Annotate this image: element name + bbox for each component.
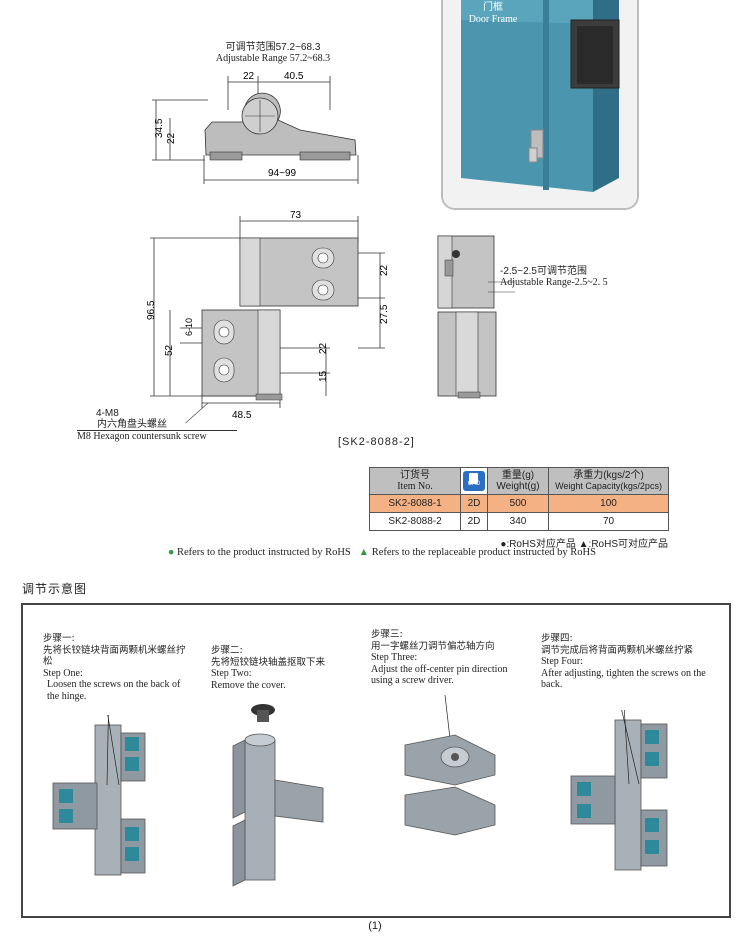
rohs-en-circle: Refers to the product instructed by RoHS bbox=[176, 547, 351, 558]
step-three-desc-cn: 用一字螺丝刀调节偏芯轴方向 bbox=[371, 640, 495, 652]
dim-96-5: 96.5 bbox=[146, 300, 157, 320]
adjust-range-cn: 可调节范围57.2~68.3 bbox=[225, 42, 321, 53]
dim-22-a: 22 bbox=[379, 264, 390, 276]
door-label-cn: 门框 bbox=[483, 2, 503, 13]
rohs-en-triangle: Refers to the replaceable product instru… bbox=[371, 547, 596, 558]
cell-item: SK2-8088-1 bbox=[369, 494, 461, 513]
step-two-illustration bbox=[232, 704, 324, 887]
screw-en: M8 Hexagon countersunk screw bbox=[77, 430, 237, 442]
step-one-desc-en: Loosen the screws on the back of the hin… bbox=[47, 679, 181, 702]
step-two-desc-cn: 先将短铰链块轴盖抠取下来 bbox=[211, 656, 326, 668]
step-three-illustration bbox=[404, 695, 496, 836]
rohs-en-line: ● Refers to the product instructed by Ro… bbox=[168, 547, 596, 558]
front-view-drawing: 73 22 27.5 96.5 52 6-10 22 15 48.5 bbox=[146, 210, 390, 423]
cell-capacity: 70 bbox=[548, 512, 669, 531]
door-frame-illustration bbox=[443, 0, 637, 208]
side-range-en: Adjustable Range-2.5~2. 5 bbox=[500, 277, 608, 288]
table-row: SK2-8088-2 2D 340 70 bbox=[369, 512, 669, 531]
cell-weight: 340 bbox=[487, 512, 549, 531]
step-one-title-en: Step One: bbox=[43, 667, 83, 679]
header-weight-en: Weight(g) bbox=[496, 481, 540, 492]
header-item-en: Item No. bbox=[397, 481, 433, 492]
door-label-en: Door Frame bbox=[468, 14, 518, 25]
green-triangle-icon: ▲ bbox=[358, 547, 370, 558]
dim-73: 73 bbox=[290, 210, 302, 221]
side-range-cn: -2.5~2.5可调节范围 bbox=[500, 266, 587, 277]
screw-cn: 内六角盘头螺丝 bbox=[97, 419, 167, 430]
dim-15: 15 bbox=[318, 370, 329, 382]
dim-6-10: 6-10 bbox=[184, 318, 194, 336]
step-one-desc-cn: 先将长铰链块背面两颗机米螺丝拧松 bbox=[43, 644, 186, 668]
step-one: 步骤一: 先将长铰链块背面两颗机米螺丝拧松 Step One: Loosen t… bbox=[43, 633, 193, 702]
step-one-illustration bbox=[52, 715, 146, 876]
model-code: [SK2-8088-2] bbox=[338, 436, 415, 448]
header-item-cn: 订货号 bbox=[400, 470, 430, 481]
step-three-title-cn: 步骤三: bbox=[371, 629, 403, 640]
page-number: (1) bbox=[368, 920, 382, 932]
step-three-desc-en: Adjust the off-center pin direction usin… bbox=[371, 663, 508, 687]
dim-34-5: 34.5 bbox=[154, 118, 165, 138]
step-four-illustration bbox=[570, 710, 668, 871]
header-capacity-cn: 承重力(kgs/2个) bbox=[573, 470, 644, 481]
door-frame-photo: 门框 Door Frame bbox=[441, 0, 639, 210]
cell-capacity: 100 bbox=[548, 494, 669, 513]
cad-label: CAD bbox=[467, 481, 481, 487]
dim-22: 22 bbox=[243, 71, 255, 82]
step-four-desc-cn: 调节完成后将背面两颗机米螺丝拧紧 bbox=[541, 644, 694, 656]
cell-weight: 500 bbox=[487, 494, 549, 513]
cell-cad: 2D bbox=[460, 512, 488, 531]
dim-48-5: 48.5 bbox=[232, 410, 252, 421]
dim-94-99: 94~99 bbox=[268, 168, 297, 179]
top-view-drawing: 22 40.5 34.5 22 94~99 bbox=[152, 71, 359, 184]
table-header: 订货号 Item No. CAD 重量(g) Weight(g) 承重力(kgs… bbox=[369, 467, 669, 495]
adjust-range-en: Adjustable Range 57.2~68.3 bbox=[215, 53, 331, 64]
spec-table: 订货号 Item No. CAD 重量(g) Weight(g) 承重力(kgs… bbox=[369, 467, 669, 531]
step-three-title-en: Step Three: bbox=[371, 652, 418, 663]
dim-27-5: 27.5 bbox=[379, 304, 390, 324]
step-two: 步骤二: 先将短铰链块轴盖抠取下来 Step Two: Remove the c… bbox=[211, 645, 361, 691]
header-capacity-en: Weight Capacity(kgs/2pcs) bbox=[555, 481, 662, 491]
step-three: 步骤三: 用一字螺丝刀调节偏芯轴方向 Step Three: Adjust th… bbox=[371, 629, 531, 687]
cell-cad: 2D bbox=[460, 494, 488, 513]
adjustment-steps-panel: 步骤一: 先将长铰链块背面两颗机米螺丝拧松 Step One: Loosen t… bbox=[21, 603, 731, 918]
table-row: SK2-8088-1 2D 500 100 bbox=[369, 494, 669, 513]
screw-qty: 4-M8 bbox=[96, 408, 119, 419]
dim-52: 52 bbox=[164, 344, 175, 356]
step-four-title-en: Step Four: bbox=[541, 656, 583, 667]
green-circle-icon: ● bbox=[168, 547, 175, 558]
step-two-title-cn: 步骤二: bbox=[211, 645, 243, 656]
section-title: 调节示意图 bbox=[22, 582, 88, 596]
rohs-cn-line: ●:RoHS对应产品 ▲:RoHS可对应产品 bbox=[500, 539, 668, 550]
step-four-title-cn: 步骤四: bbox=[541, 633, 573, 644]
dim-40-5: 40.5 bbox=[284, 71, 304, 82]
step-four-desc-en: After adjusting, tighten the screws on t… bbox=[541, 667, 706, 691]
step-two-desc-en: Remove the cover. bbox=[211, 679, 286, 691]
step-two-title-en: Step Two: bbox=[211, 668, 252, 679]
side-view-drawing bbox=[437, 235, 515, 399]
header-weight-cn: 重量(g) bbox=[501, 470, 535, 481]
cell-item: SK2-8088-2 bbox=[369, 512, 461, 531]
dim-22-b: 22 bbox=[318, 342, 329, 354]
step-four: 步骤四: 调节完成后将背面两颗机米螺丝拧紧 Step Four: After a… bbox=[541, 633, 716, 691]
dim-22-h: 22 bbox=[166, 132, 177, 144]
cad-icon: CAD bbox=[463, 471, 485, 491]
step-one-title-cn: 步骤一: bbox=[43, 633, 75, 644]
